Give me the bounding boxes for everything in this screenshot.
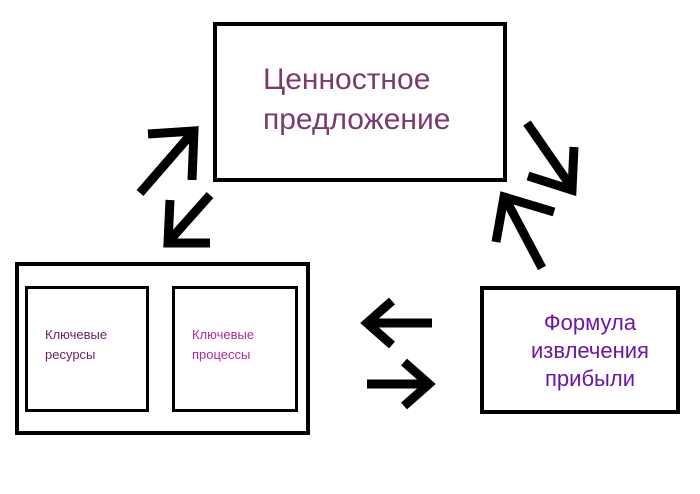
key-resources-label: Ключевые ресурсы [45,327,108,362]
arrow-right-icon [367,358,436,410]
value-proposition-box [213,22,507,182]
arrow-down-left-icon [163,192,214,248]
key-processes-box [172,286,298,412]
arrow-up-right-icon [136,126,199,196]
value-proposition-label: Ценностное предложение [263,63,451,136]
arrow-down-right-icon [523,120,579,197]
key-resources-box [25,286,149,412]
arrow-up-left-icon [491,191,556,271]
arrow-left-icon [360,297,432,349]
profit-formula-box [480,286,680,414]
key-processes-label: Ключевые процессы [192,327,255,362]
profit-formula-label: Формула извлечения прибыли [531,310,649,391]
